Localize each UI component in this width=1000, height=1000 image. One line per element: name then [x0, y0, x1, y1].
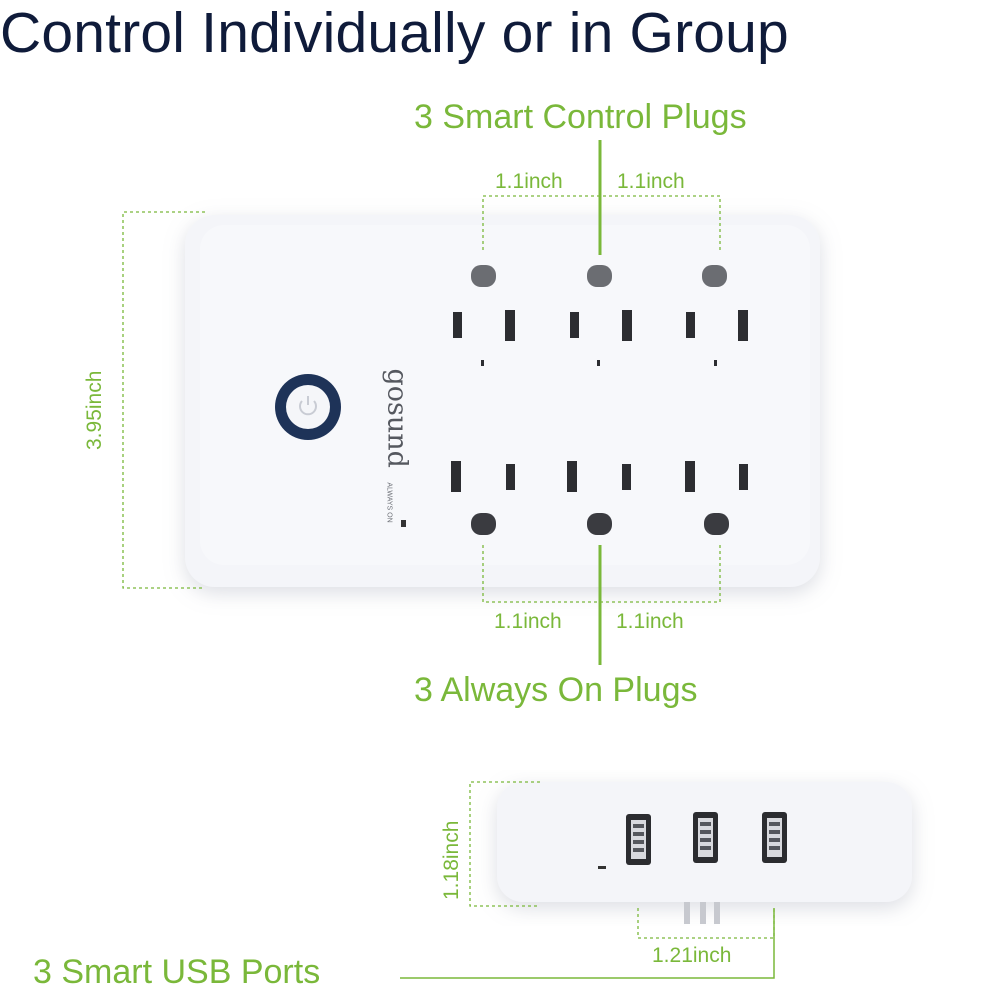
height-dimension-label: 3.95inch [83, 370, 106, 450]
brand-logo: gosund [381, 368, 413, 468]
outlet-top-3 [686, 265, 748, 366]
smart-control-plugs-label: 3 Smart Control Plugs [414, 98, 747, 136]
bottom-left-spacing-label: 1.1inch [494, 610, 562, 633]
prong-width-dimension-label: 1.21inch [652, 944, 732, 967]
usb-height-dimension-label: 1.18inch [440, 820, 463, 900]
dimension-guides [122, 140, 721, 665]
usb-dimension-guides [400, 781, 775, 979]
status-indicator-led [401, 520, 406, 527]
smart-usb-ports-label: 3 Smart USB Ports [33, 953, 321, 991]
usb-led [598, 866, 606, 869]
bottom-right-spacing-label: 1.1inch [616, 610, 684, 633]
usb-side-view [497, 782, 912, 924]
outlet-front-view [185, 215, 820, 587]
usb-port-1 [626, 814, 651, 865]
usb-port-3 [762, 812, 787, 863]
power-button[interactable] [275, 374, 341, 440]
usb-port-2 [693, 812, 718, 863]
outlet-top-2 [570, 265, 632, 366]
top-right-spacing-label: 1.1inch [617, 170, 685, 193]
power-icon [299, 396, 317, 416]
top-left-spacing-label: 1.1inch [495, 170, 563, 193]
outlet-bottom-2 [567, 461, 631, 535]
outlet-bottom-3 [685, 461, 748, 535]
outlet-top-1 [453, 265, 515, 366]
always-on-indicator-label: ALWAYS ON [385, 482, 393, 523]
outlet-bottom-1 [451, 461, 515, 535]
plug-prongs [684, 902, 720, 924]
always-on-plugs-label: 3 Always On Plugs [414, 671, 698, 709]
outlet-face [200, 225, 810, 565]
page-title: Control Individually or in Group [0, 1, 789, 65]
